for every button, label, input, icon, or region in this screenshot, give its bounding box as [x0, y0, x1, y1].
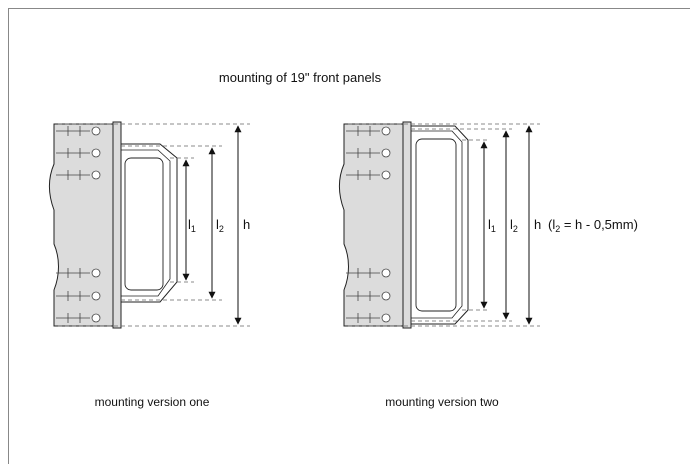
caption-version-two: mounting version two [385, 395, 499, 409]
mounting-version-one: l1 l2 h mounting version one [49, 121, 250, 409]
rail-holes-top [56, 126, 101, 180]
panel-handle [411, 125, 469, 325]
label-l2: l2 [216, 217, 224, 234]
label-l1: l1 [488, 217, 496, 234]
rail-holes-top [346, 126, 391, 180]
rail-holes-bottom [56, 268, 101, 323]
label-h: h [534, 217, 541, 232]
figure-border [8, 8, 690, 464]
mounting-version-two: l1 l2 h (l2 = h - 0,5mm) mounting versio… [339, 121, 638, 409]
label-h: h [243, 217, 250, 232]
dimension-extension-lines [348, 123, 540, 327]
caption-version-one: mounting version one [95, 395, 210, 409]
label-l2: l2 [510, 217, 518, 234]
diagram-title: mounting of 19" front panels [219, 70, 382, 85]
rail-holes-bottom [346, 268, 391, 323]
dimension-extension-lines [58, 123, 250, 327]
formula-label: (l2 = h - 0,5mm) [548, 217, 638, 234]
front-panel [402, 121, 412, 329]
panel-handle [121, 143, 178, 303]
label-l1: l1 [188, 217, 196, 234]
front-panel [112, 121, 122, 329]
